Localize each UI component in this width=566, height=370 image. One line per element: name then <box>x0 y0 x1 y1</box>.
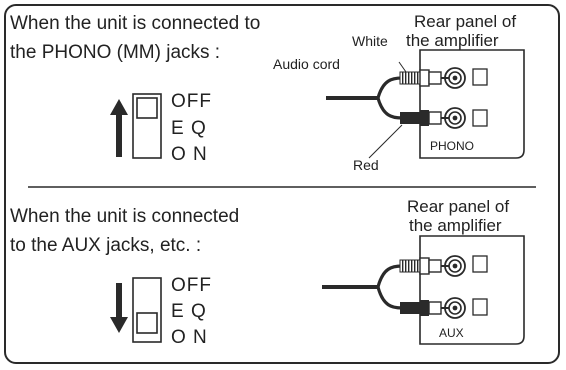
bottom-switch-label-eq: E Q <box>171 301 207 322</box>
top-right-marker-box <box>472 109 488 127</box>
top-switch-label-eq: E Q <box>171 118 207 139</box>
bottom-down-arrow-icon <box>110 283 128 333</box>
bottom-panel-title-line2: the amplifier <box>409 216 502 235</box>
top-audio-cord <box>326 61 407 159</box>
bottom-switch-label-off: OFF <box>171 275 212 296</box>
red-plug-label: Red <box>353 157 379 173</box>
bottom-audio-cord <box>322 264 403 310</box>
top-white-plug-icon <box>399 69 449 87</box>
top-condition-line1: When the unit is connected to <box>10 13 261 34</box>
bottom-right-marker-box <box>472 298 488 316</box>
bottom-eq-slide-switch <box>132 277 162 343</box>
bottom-condition-line1: When the unit is connected <box>10 206 240 227</box>
aux-jack-label: AUX <box>439 326 464 340</box>
diagram-frame <box>4 4 560 364</box>
top-eq-slide-switch <box>132 93 162 159</box>
top-left-marker-box <box>472 68 488 86</box>
top-switch-label-off: OFF <box>171 91 212 112</box>
top-condition-line2: the PHONO (MM) jacks : <box>10 42 221 63</box>
top-red-plug-icon <box>400 110 449 126</box>
top-amplifier-rear-panel <box>419 49 525 159</box>
bottom-switch-knob <box>136 312 158 334</box>
bottom-condition-line2: to the AUX jacks, etc. : <box>10 235 202 256</box>
bottom-amplifier-rear-panel <box>419 235 525 345</box>
audio-cord-label: Audio cord <box>273 56 340 72</box>
bottom-panel-title-line1: Rear panel of <box>407 197 510 216</box>
bottom-switch-label-on: O N <box>171 327 208 348</box>
top-up-arrow-icon <box>110 99 128 157</box>
bottom-red-plug-icon <box>400 300 449 316</box>
phono-jack-label: PHONO <box>430 139 475 153</box>
bottom-left-marker-box <box>472 255 488 273</box>
top-panel-title-line1: Rear panel of <box>414 12 517 31</box>
bottom-white-plug-icon <box>399 257 449 275</box>
top-switch-knob <box>136 97 158 119</box>
top-panel-title-line2: the amplifier <box>406 31 499 50</box>
white-plug-label: White <box>352 33 388 49</box>
top-switch-label-on: O N <box>171 144 208 165</box>
bottom-right-jack-icon <box>444 297 466 319</box>
